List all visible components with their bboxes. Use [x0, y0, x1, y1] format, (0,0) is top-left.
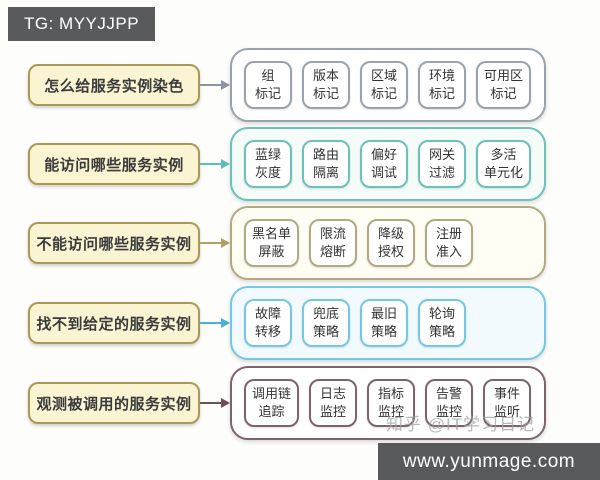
row-label-observe: 观测被调用的服务实例	[28, 382, 200, 424]
header-tag: TG: MYYJJPP	[8, 7, 156, 41]
item-tracing: 调用链 追踪	[244, 379, 300, 427]
item-failover: 故障 转移	[244, 299, 292, 347]
item-degrade-auth: 降级 授权	[367, 219, 416, 267]
row-container-coloring: 组 标记 版本 标记 区域 标记 环境 标记 可用区 标记	[230, 48, 546, 122]
row-label-accessible: 能访问哪些服务实例	[28, 143, 200, 185]
item-bluegreen-gray: 蓝绿 灰度	[244, 140, 292, 188]
row-label-notfound: 找不到给定的服务实例	[28, 302, 200, 344]
item-metric-monitor: 指标 监控	[367, 379, 416, 427]
arrow-right-icon	[200, 238, 230, 248]
diagram-row-observe: 观测被调用的服务实例 调用链 追踪 日志 监控 指标 监控 告警 监控 事件 监…	[28, 366, 546, 440]
diagram-row-accessible: 能访问哪些服务实例 蓝绿 灰度 路由 隔离 偏好 调试 网关 过滤 多活 单元化	[28, 127, 546, 201]
row-label-inaccessible: 不能访问哪些服务实例	[28, 222, 200, 264]
item-group-tag: 组 标记	[244, 61, 292, 109]
item-roundrobin-strategy: 轮询 策略	[418, 299, 466, 347]
item-fallback-strategy: 兜底 策略	[302, 299, 350, 347]
arrow-right-icon	[200, 398, 230, 408]
site-watermark-bar: www.yunmage.com	[378, 443, 600, 480]
diagram-row-inaccessible: 不能访问哪些服务实例 黑名单 屏蔽 限流 熔断 降级 授权 注册 准入	[28, 206, 546, 280]
zhihu-watermark: 知乎 @IT学习日记	[386, 415, 536, 434]
item-multiactive-unit: 多活 单元化	[476, 140, 532, 188]
row-container-accessible: 蓝绿 灰度 路由 隔离 偏好 调试 网关 过滤 多活 单元化	[230, 127, 546, 201]
item-preference-debug: 偏好 调试	[360, 140, 408, 188]
item-env-tag: 环境 标记	[418, 61, 466, 109]
item-registration-admission: 注册 准入	[425, 219, 474, 267]
item-gateway-filter: 网关 过滤	[418, 140, 466, 188]
item-oldest-strategy: 最旧 策略	[360, 299, 408, 347]
item-alert-monitor: 告警 监控	[425, 379, 474, 427]
row-container-observe: 调用链 追踪 日志 监控 指标 监控 告警 监控 事件 监听	[230, 366, 546, 440]
row-container-notfound: 故障 转移 兜底 策略 最旧 策略 轮询 策略	[230, 286, 546, 360]
item-ratelimit-circuitbreak: 限流 熔断	[309, 219, 358, 267]
item-version-tag: 版本 标记	[302, 61, 350, 109]
arrow-right-icon	[200, 159, 230, 169]
row-label-coloring: 怎么给服务实例染色	[28, 64, 200, 106]
row-container-inaccessible: 黑名单 屏蔽 限流 熔断 降级 授权 注册 准入	[230, 206, 546, 280]
item-region-tag: 区域 标记	[360, 61, 408, 109]
diagram-row-notfound: 找不到给定的服务实例 故障 转移 兜底 策略 最旧 策略 轮询 策略	[28, 286, 546, 360]
item-event-listen: 事件 监听	[483, 379, 532, 427]
item-log-monitor: 日志 监控	[309, 379, 358, 427]
diagram-row-coloring: 怎么给服务实例染色 组 标记 版本 标记 区域 标记 环境 标记 可用区 标记	[28, 48, 546, 122]
arrow-right-icon	[200, 318, 230, 328]
arrow-right-icon	[200, 80, 230, 90]
item-blacklist-block: 黑名单 屏蔽	[244, 219, 300, 267]
item-route-isolation: 路由 隔离	[302, 140, 350, 188]
item-az-tag: 可用区 标记	[476, 61, 532, 109]
